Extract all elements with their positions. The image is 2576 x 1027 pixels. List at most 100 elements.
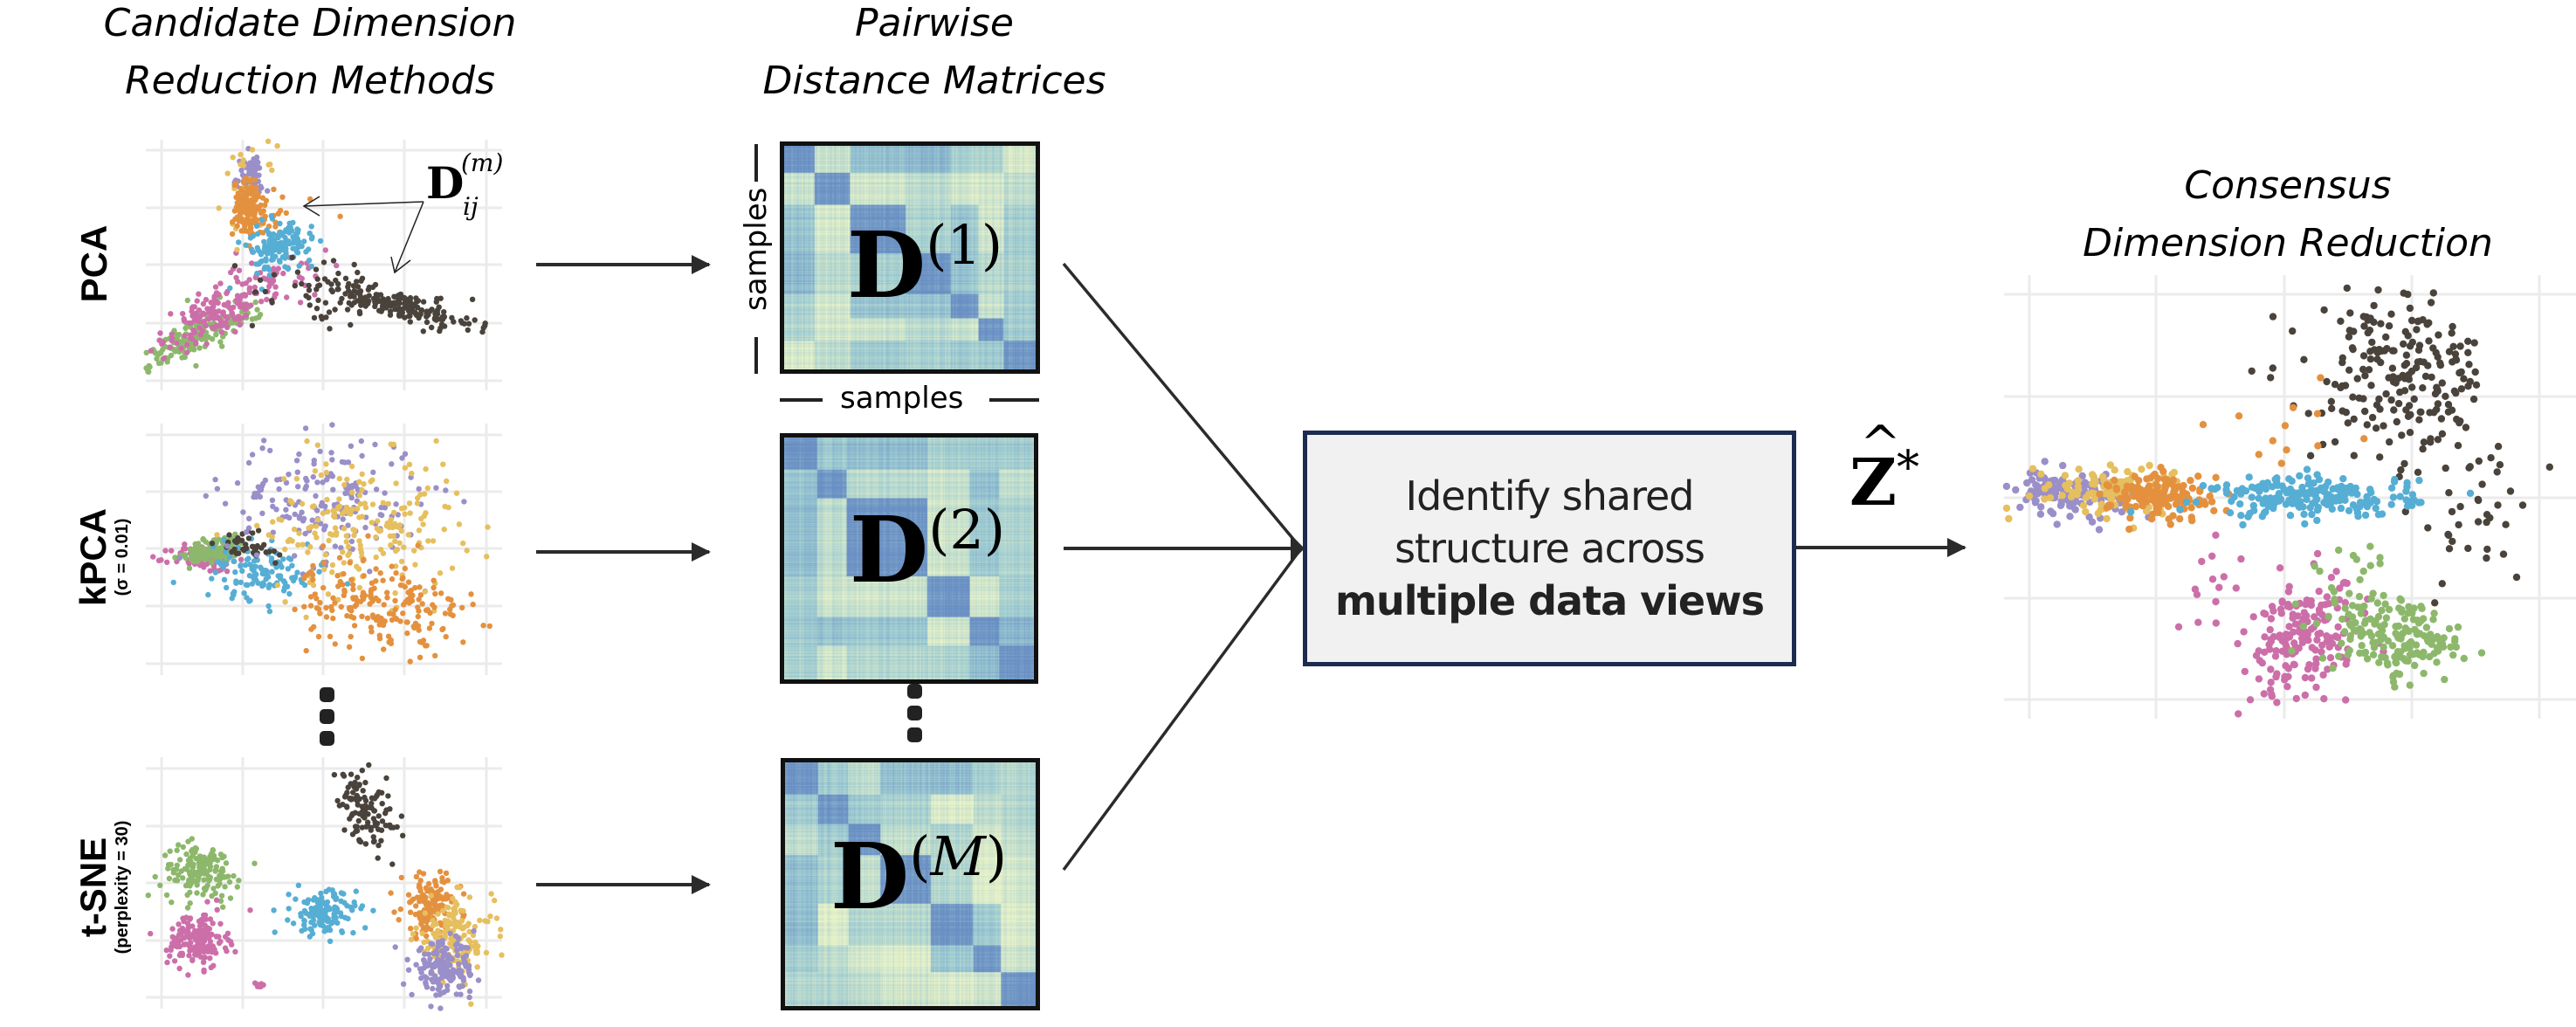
scatter-point — [2410, 395, 2418, 403]
scatter-point — [2278, 597, 2286, 605]
scatter-point — [2422, 624, 2431, 631]
scatter-point — [2407, 367, 2416, 376]
scatter-point — [341, 560, 347, 566]
scatter-point — [380, 550, 387, 556]
scatter-point — [302, 530, 308, 537]
scatter-point — [431, 604, 437, 610]
scatter-point — [224, 569, 231, 575]
scatter-point — [2335, 485, 2343, 493]
scatter-point — [2369, 651, 2378, 658]
scatter-point — [284, 583, 291, 589]
scatter-point — [335, 270, 341, 277]
scatter-point — [357, 547, 364, 553]
scatter-point — [266, 283, 272, 290]
scatter-point — [423, 510, 429, 516]
scatter-point — [2235, 710, 2242, 718]
scatter-point — [256, 172, 262, 178]
scatter-point — [313, 523, 320, 529]
scatter-point — [359, 471, 365, 478]
scatter-point — [2330, 588, 2338, 596]
scatter-point — [321, 566, 327, 572]
scatter-point — [2440, 634, 2448, 642]
scatter-point — [362, 294, 368, 300]
scatter-point — [203, 322, 209, 329]
scatter-point — [430, 922, 437, 929]
scatter-point — [183, 337, 189, 343]
scatter-point — [293, 896, 299, 902]
scatter-point — [2331, 632, 2339, 641]
scatter-point — [2187, 514, 2195, 521]
scatter-point — [2345, 333, 2353, 341]
scatter-point — [278, 576, 284, 582]
scatter-point — [391, 293, 397, 300]
scatter-point — [454, 884, 460, 891]
scatter-point — [189, 865, 196, 871]
scatter-point — [2082, 493, 2090, 501]
scatter-point — [2343, 284, 2351, 293]
scatter-point — [2329, 665, 2337, 672]
scatter-point — [325, 591, 332, 597]
output-label-zhat: ^Z* — [1849, 416, 1919, 520]
scatter-point — [214, 906, 220, 913]
scatter-point — [2454, 623, 2462, 631]
scatter-point — [2406, 304, 2414, 313]
scatter-point — [2268, 603, 2276, 610]
scatter-point — [217, 280, 224, 286]
scatter-point — [2356, 576, 2364, 583]
scatter-point — [2283, 446, 2290, 454]
scatter-point — [349, 831, 356, 837]
scatter-point — [200, 535, 206, 542]
scatter-point — [193, 542, 200, 548]
scatter-point — [234, 223, 240, 229]
scatter-point — [299, 927, 305, 934]
scatter-point — [2434, 436, 2442, 444]
scatter-point — [2123, 482, 2132, 490]
scatter-point — [246, 190, 252, 196]
scatter-point — [332, 600, 338, 606]
scatter-point — [430, 538, 437, 544]
scatter-point — [440, 625, 446, 632]
scatter-point — [209, 558, 215, 565]
scatter-point — [362, 779, 368, 786]
scatter-point — [434, 311, 441, 317]
scatter-point — [185, 972, 191, 978]
scatter-point — [323, 902, 330, 909]
scatter-point — [393, 501, 399, 507]
scatter-point — [449, 565, 456, 571]
scatter-plot-kpca — [146, 422, 502, 675]
scatter-point — [405, 892, 412, 898]
scatter-point — [421, 895, 428, 901]
scatter-point — [2350, 415, 2358, 424]
scatter-point — [2413, 649, 2421, 657]
scatter-point — [375, 527, 382, 533]
scatter-point — [346, 604, 353, 611]
scatter-point — [2444, 408, 2453, 416]
scatter-point — [255, 490, 261, 496]
scatter-point — [350, 283, 357, 289]
scatter-point — [217, 880, 223, 887]
scatter-point — [237, 321, 243, 328]
scatter-point — [189, 876, 196, 882]
scatter-point — [2448, 507, 2456, 516]
scatter-point — [400, 610, 406, 617]
scatter-point — [255, 484, 261, 490]
scatter-point — [163, 947, 169, 954]
scatter-point — [394, 616, 400, 623]
scatter-point — [265, 138, 272, 144]
methods-title-line-1: Candidate Dimension — [103, 1, 517, 45]
scatter-point — [2194, 618, 2202, 626]
scatter-point — [213, 934, 219, 940]
scatter-point — [294, 469, 300, 475]
scatter-point — [2057, 500, 2065, 508]
scatter-point — [322, 247, 328, 253]
scatter-point — [2301, 691, 2309, 700]
scatter-point — [273, 507, 279, 513]
scatter-point — [413, 925, 419, 931]
scatter-point — [350, 929, 356, 936]
scatter-point — [2442, 464, 2449, 472]
scatter-point — [231, 263, 238, 269]
scatter-point — [209, 576, 215, 582]
scatter-point — [351, 261, 357, 268]
scatter-point — [303, 475, 309, 482]
scatter-point — [400, 832, 406, 838]
